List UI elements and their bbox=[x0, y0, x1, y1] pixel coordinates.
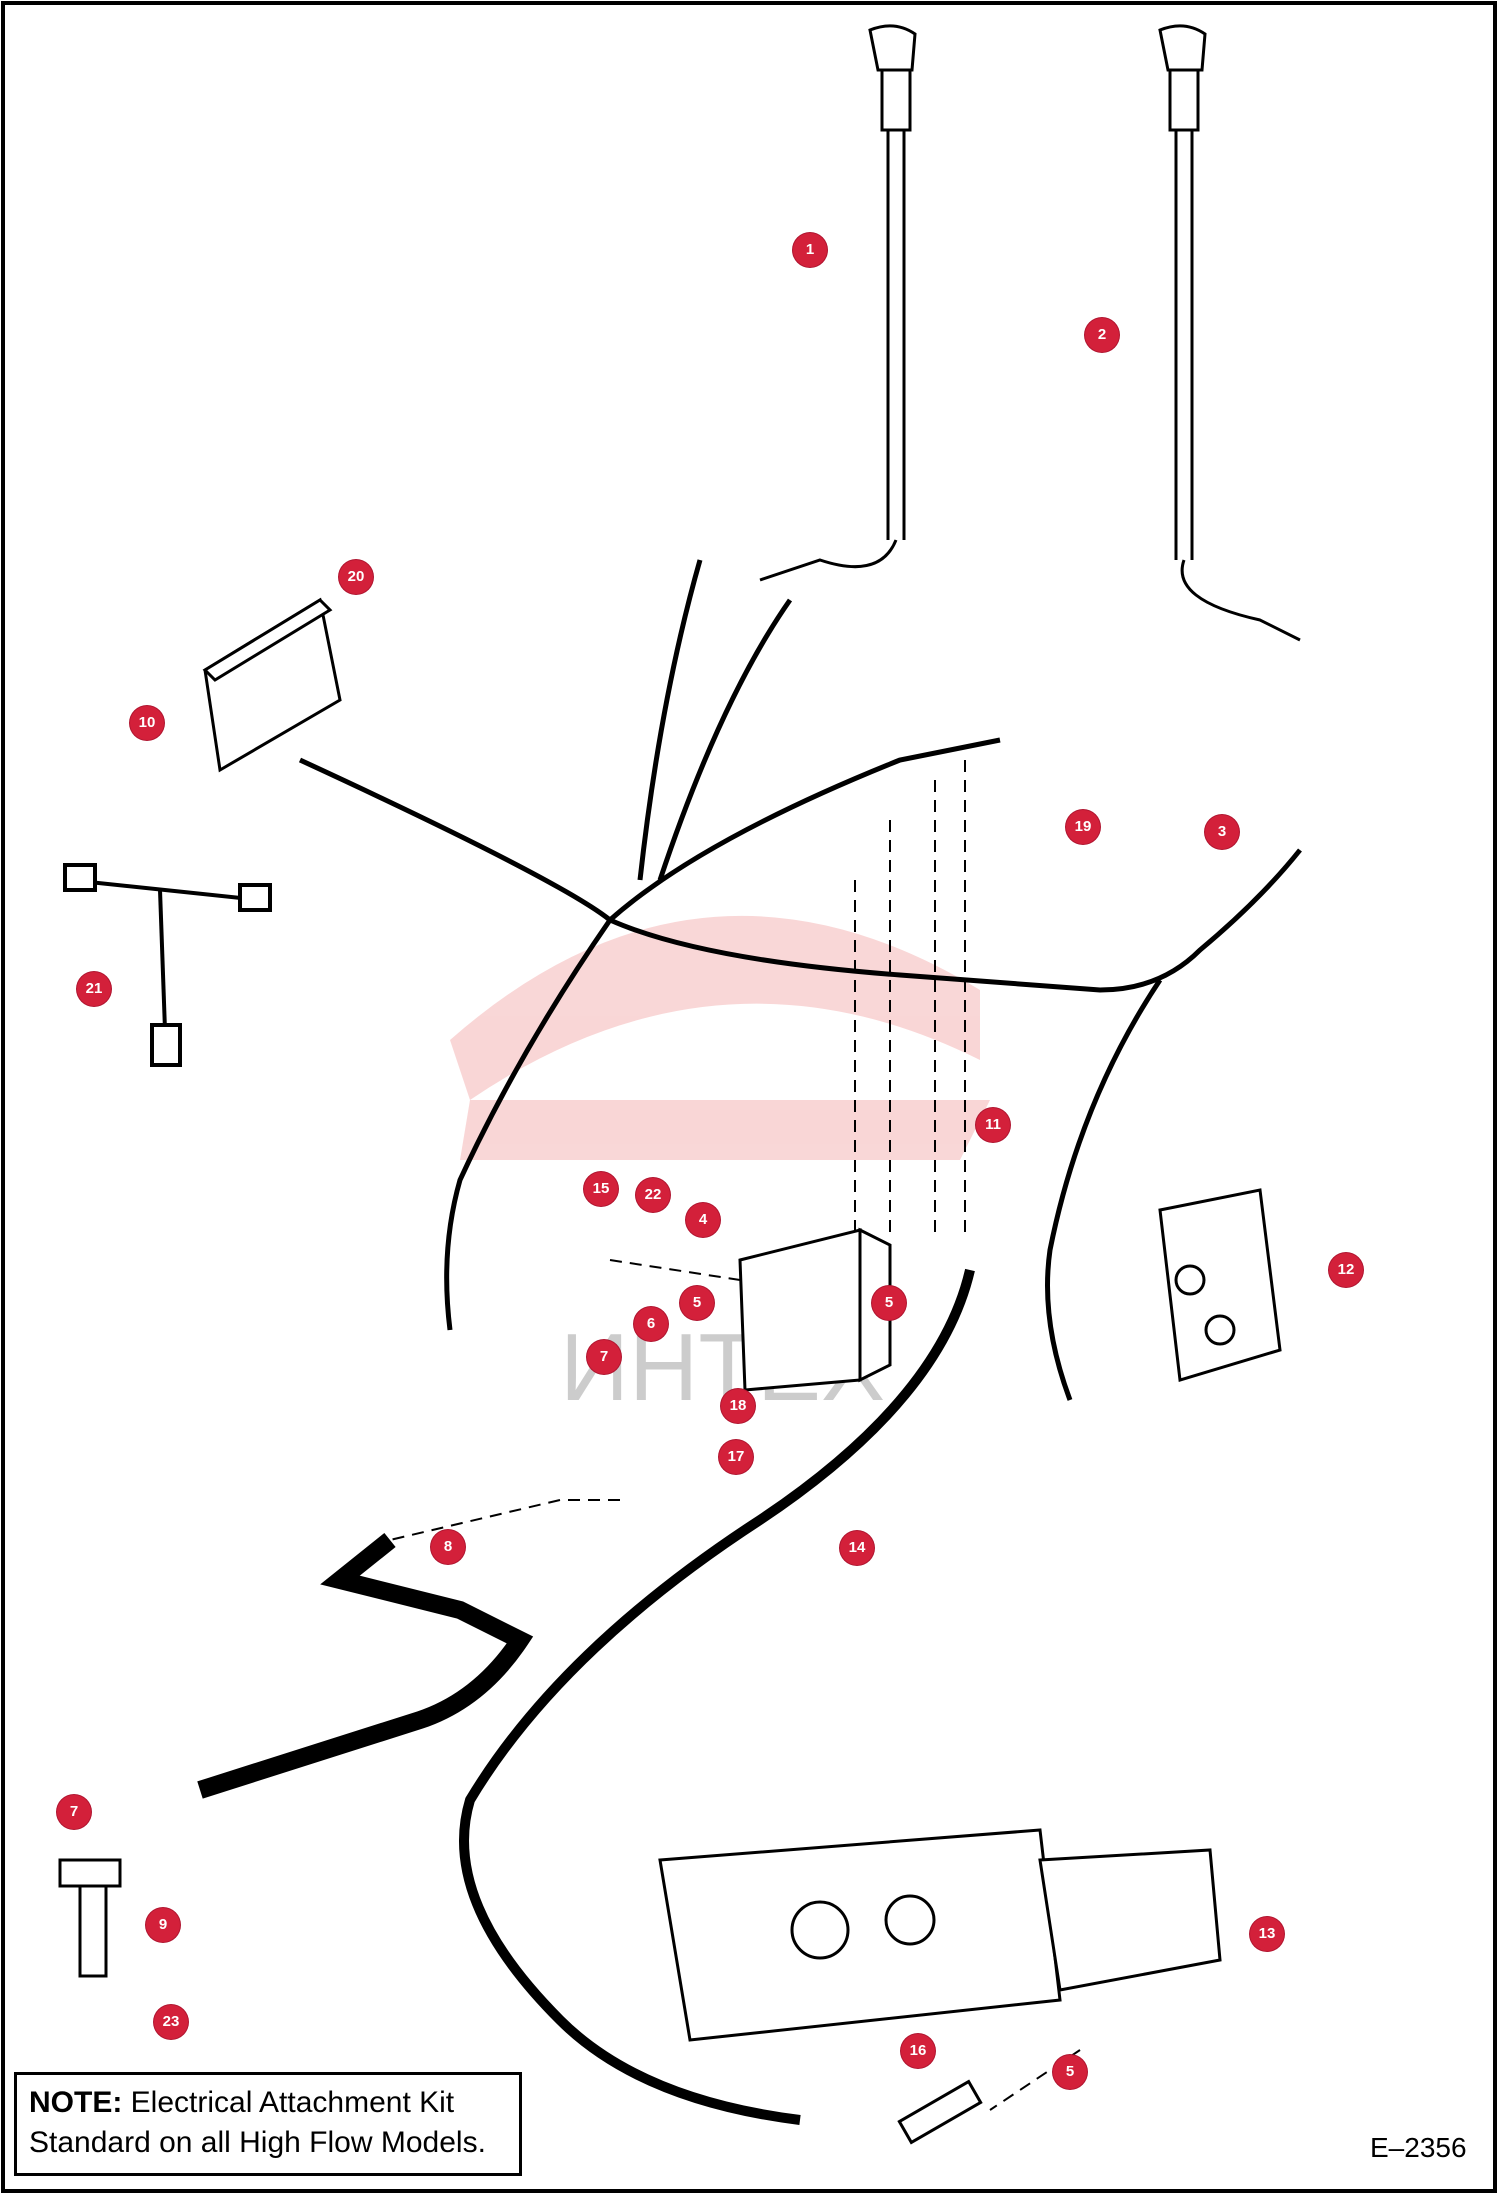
callout-23: 23 bbox=[154, 2005, 188, 2039]
wire-harness bbox=[298, 559, 1302, 1401]
callout-5c: 5 bbox=[1053, 2055, 1087, 2089]
tee-fitting bbox=[58, 1858, 122, 1978]
hydraulic-hose bbox=[459, 1268, 975, 2125]
joystick-handle-right bbox=[1158, 24, 1301, 642]
hydraulic-tube bbox=[197, 1532, 534, 1799]
callout-20: 20 bbox=[339, 560, 373, 594]
figure-number: E–2356 bbox=[1370, 2132, 1467, 2163]
note-line-1: Electrical Attachment Kit bbox=[130, 2086, 455, 2119]
callout-18: 18 bbox=[721, 1389, 755, 1423]
note-heading: NOTE: bbox=[29, 2086, 123, 2119]
callout-9: 9 bbox=[146, 1908, 180, 1942]
hydraulic-pump bbox=[658, 1828, 1222, 2042]
joystick-handle-left bbox=[759, 24, 917, 582]
callout-17: 17 bbox=[719, 1440, 753, 1474]
callout-7a: 7 bbox=[587, 1340, 621, 1374]
elbow-fitting bbox=[897, 2079, 983, 2145]
callout-6: 6 bbox=[634, 1307, 668, 1341]
callout-21: 21 bbox=[77, 972, 111, 1006]
callout-3: 3 bbox=[1205, 815, 1239, 849]
callout-5b: 5 bbox=[872, 1286, 906, 1320]
callout-10: 10 bbox=[130, 706, 164, 740]
callout-13: 13 bbox=[1250, 1917, 1284, 1951]
t-harness bbox=[63, 863, 272, 1067]
note-box: NOTE: Electrical Attachment Kit Standard… bbox=[14, 2072, 522, 2176]
callout-16: 16 bbox=[901, 2034, 935, 2068]
callout-5a: 5 bbox=[680, 1286, 714, 1320]
callout-2: 2 bbox=[1085, 318, 1119, 352]
callout-11: 11 bbox=[976, 1108, 1010, 1142]
callout-22: 22 bbox=[636, 1178, 670, 1212]
assembly-leader-lines bbox=[389, 760, 1081, 2111]
callout-15: 15 bbox=[584, 1172, 618, 1206]
callout-8: 8 bbox=[431, 1530, 465, 1564]
callout-1: 1 bbox=[793, 233, 827, 267]
callout-14: 14 bbox=[840, 1531, 874, 1565]
callout-19: 19 bbox=[1066, 810, 1100, 844]
callout-4: 4 bbox=[686, 1203, 720, 1237]
controller-module bbox=[202, 597, 342, 773]
diverter-valve bbox=[1158, 1188, 1282, 1382]
callout-7b: 7 bbox=[57, 1795, 91, 1829]
valve-block bbox=[738, 1227, 892, 1392]
note-line-2: Standard on all High Flow Models. bbox=[29, 2126, 486, 2159]
callout-12: 12 bbox=[1329, 1253, 1363, 1287]
